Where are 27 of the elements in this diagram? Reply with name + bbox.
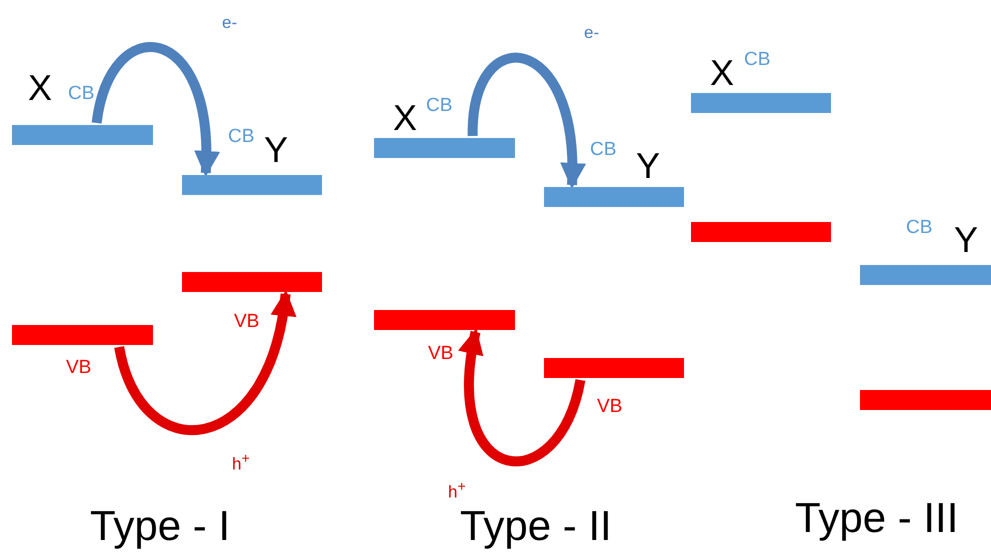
edge-label: e- <box>222 14 238 31</box>
semiconductor-label: X <box>710 55 734 91</box>
band-label: CB <box>228 127 254 146</box>
band-label: CB <box>68 84 94 103</box>
type-heading: Type - I <box>90 505 230 547</box>
type-heading: Type - II <box>460 505 612 547</box>
curved-arrow <box>92 42 219 177</box>
band-label: VB <box>234 312 260 331</box>
type-heading: Type - III <box>795 497 958 539</box>
curved-arrow <box>459 328 586 466</box>
band-label: VB <box>66 358 92 377</box>
band-label: CB <box>744 50 770 69</box>
edge-label: h$^{+}$ <box>448 480 466 501</box>
semiconductor-label: X <box>28 70 52 106</box>
edge-label: e- <box>584 24 600 41</box>
semiconductor-label: Y <box>954 222 978 258</box>
curved-arrow <box>114 290 295 435</box>
band-label: CB <box>426 96 452 115</box>
curved-arrow <box>468 53 585 189</box>
band-label: VB <box>597 397 622 416</box>
band-label: CB <box>906 218 932 237</box>
band-label: VB <box>428 344 454 363</box>
semiconductor-label: Y <box>636 148 660 184</box>
band-label: CB <box>590 140 616 159</box>
semiconductor-label: X <box>393 100 418 136</box>
edge-label: h$^{+}$ <box>232 452 250 473</box>
semiconductor-label: Y <box>264 132 288 168</box>
